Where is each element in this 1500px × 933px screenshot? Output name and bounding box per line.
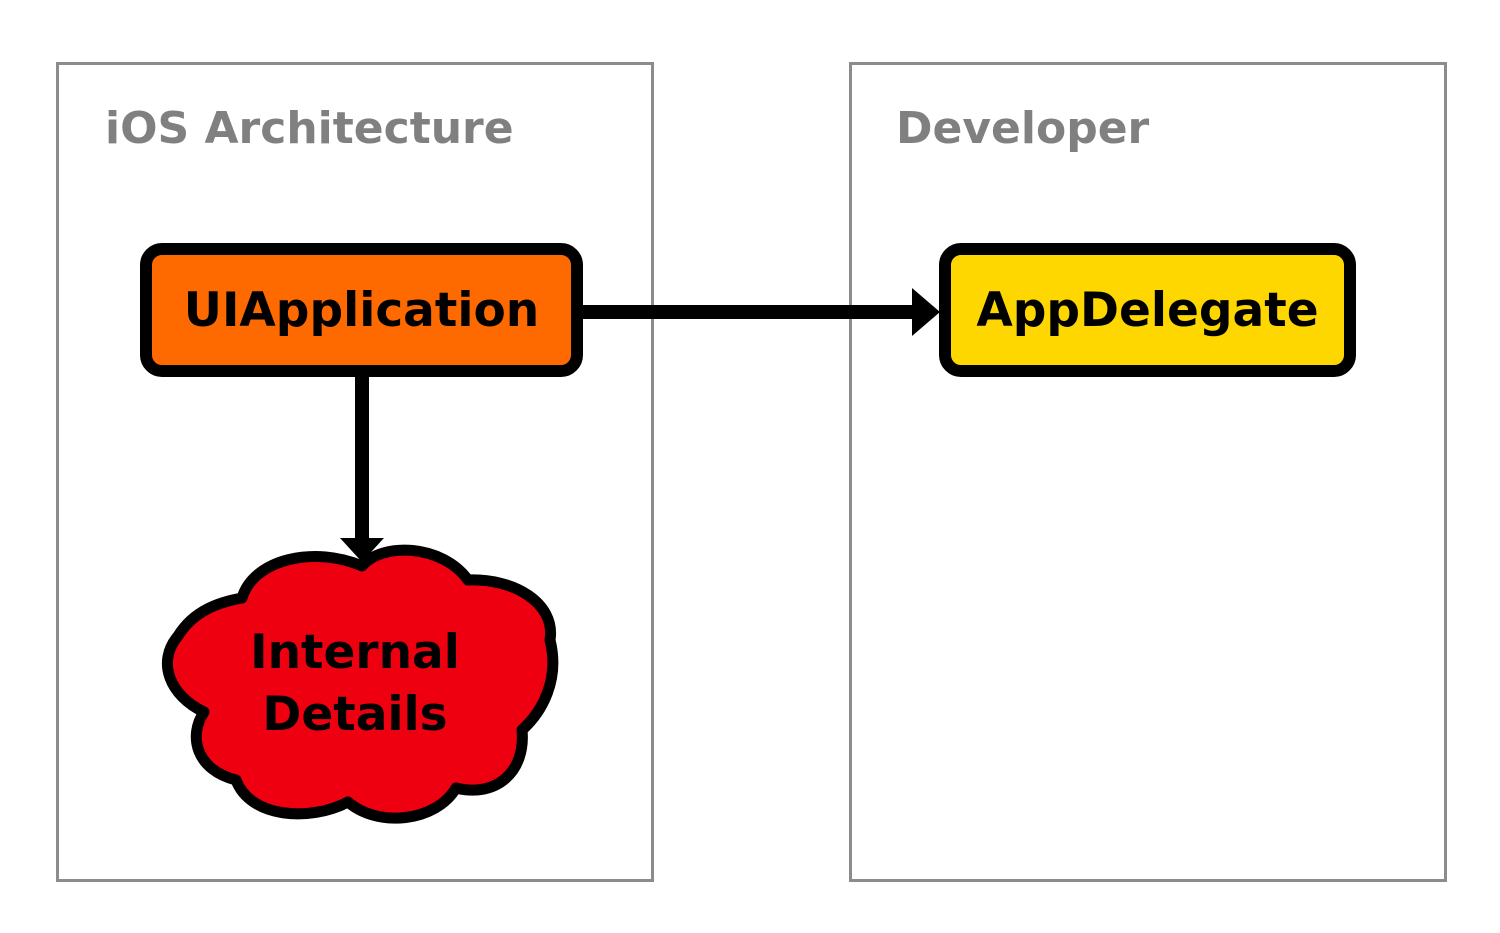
cloud-icon	[162, 544, 559, 824]
uiapplication-node: UIApplication	[140, 243, 583, 377]
panel-developer: Developer	[849, 62, 1447, 882]
uiapplication-label: UIApplication	[183, 282, 540, 338]
panel-title-ios-architecture: iOS Architecture	[105, 103, 514, 154]
appdelegate-label: AppDelegate	[976, 282, 1319, 338]
internal-details-label-line1: Internal	[250, 625, 460, 680]
internal-details-cloud: Internal Details	[150, 540, 570, 830]
panel-title-developer: Developer	[896, 103, 1150, 154]
appdelegate-node: AppDelegate	[939, 243, 1356, 377]
internal-details-label-line2: Details	[262, 687, 448, 742]
